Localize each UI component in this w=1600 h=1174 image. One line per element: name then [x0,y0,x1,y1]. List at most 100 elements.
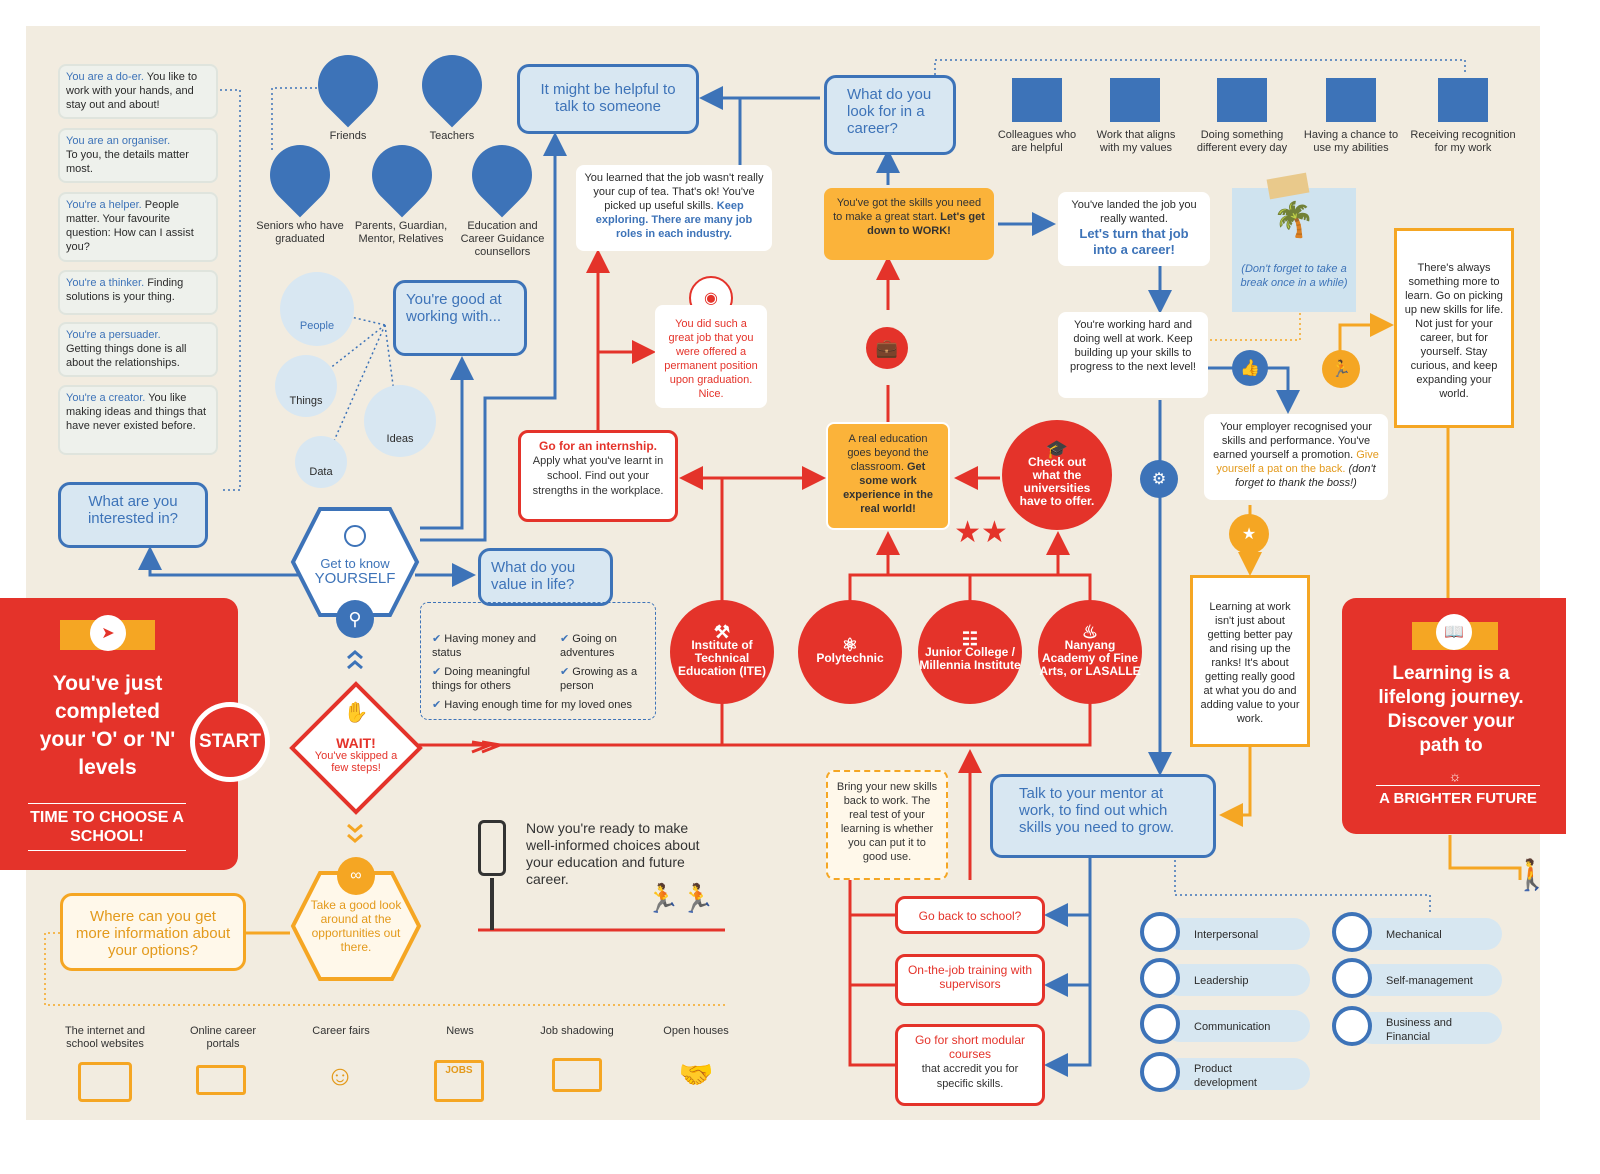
wait-text: You've skipped a few steps! [314,750,398,774]
school-junior-college[interactable]: ☷Junior College / Millennia Institute [918,600,1022,704]
type-helper: You're a helper. People matter. Your fav… [58,192,218,262]
skill-label: Leadership [1194,975,1249,987]
type-persuader: You're a persuader. Getting things done i… [58,322,218,377]
walker-icon: 🚶 [1513,859,1551,892]
good-at-bubble: You're good at working with... [393,280,527,356]
wait-title: WAIT! [336,735,376,751]
lightbulb-icon: Ideas [364,385,436,457]
option-on-job-training[interactable]: On-the-job training with supervisors [895,954,1045,1006]
bring-skills-box: Bring your new skills back to work. The … [826,770,948,880]
look-around-hexagon [290,871,422,981]
atom-icon: ⚛ [841,635,859,655]
source-label: Job shadowing [540,1025,614,1037]
career-item: Receiving recognition for my work [1410,129,1516,154]
real-education-bold: Get some work experience in the real wor… [843,461,933,515]
skills-ready-text: You've got the skills you need to make a… [833,197,982,223]
value-bubble: What do you value in life? [478,548,613,606]
finale-text: Learning is a lifelong journey. Discover… [1378,663,1524,756]
source-label: News [446,1025,474,1037]
type-text: Getting things done is all about the rel… [66,343,187,369]
photos-icon [1217,78,1267,122]
skill-label: Communication [1194,1021,1271,1033]
know-yourself-hexagon [290,507,420,617]
climber-icon: 🏃 [1322,350,1360,388]
value-list [420,602,656,720]
skill-pill: Leadership [1164,964,1310,996]
runners-icon: 🏃🏃 [645,883,715,914]
option-title: Go back to school? [918,909,1022,923]
landed-text: You've landed the job you really wanted. [1071,199,1197,225]
landed-blue: Let's turn that job into a career! [1079,226,1189,257]
source-label: The internet and school websites [64,1025,146,1050]
brain-head-icon: ⚙ [1140,460,1178,498]
skill-item: Data [309,466,333,478]
type-title: You're a helper. [66,199,142,211]
pencil-icon [1326,78,1376,122]
start-button[interactable]: START [190,702,270,782]
real-education-text: A real education goes beyond the classro… [847,433,929,473]
type-text: You like making ideas and things that ha… [66,392,207,432]
know-line2: YOURSELF [314,570,396,587]
universities-circle[interactable]: 🎓Check out what the universities have to… [1002,420,1112,530]
value-item: ✔ Going on adventures [560,633,617,659]
value-item: ✔ Growing as a person [560,666,638,692]
briefcase-icon: 💼 [866,327,908,369]
always-more-box: There's always something more to learn. … [1394,228,1514,428]
internship-title: Go for an internship. [538,439,657,453]
internship-box: Go for an internship.Apply what you've l… [518,430,678,522]
tie-icon [1140,958,1180,998]
type-text: You like to work with your hands, and st… [66,71,198,111]
wait-diamond [289,681,423,815]
source-label: Online career portals [189,1025,257,1050]
type-title: You're a persuader. [66,329,161,341]
type-creator: You're a creator. You like making ideas … [58,385,218,455]
values-badge-icon [1110,78,1160,122]
career-question: What do you look for in a career? [824,75,956,155]
skill-pill: Self-management [1356,964,1502,996]
option-back-to-school[interactable]: Go back to school? [895,896,1045,934]
colleagues-icon [1012,78,1062,122]
start-headline: You've just completed your 'O' or 'N' le… [39,672,176,779]
value-item: ✔ Having enough time for my loved ones [432,699,632,711]
ready-text: Now you're ready to make well-informed c… [526,820,700,887]
signpost-badge: ➤ [90,615,126,651]
person-label: Education and Career Guidance counsellor… [460,220,545,258]
school-ite[interactable]: ⚒Institute of Technical Education (ITE) [670,600,774,704]
not-tea-box: You learned that the job wasn't really y… [576,165,772,251]
school-label: Nanyang Academy of Fine Arts, or LASALLE [1039,638,1141,678]
skill-pill: Communication [1164,1010,1310,1042]
magnifier-icon: ⚲ [336,600,374,638]
career-item: Work that aligns with my values [1096,129,1176,154]
not-tea-text: You learned that the job wasn't really y… [584,172,764,212]
growth-chart-icon [1140,1052,1180,1092]
person-label: Friends [329,130,367,142]
landed-box: You've landed the job you really wanted.… [1058,192,1210,266]
tools-icon: Things [275,355,337,417]
type-organiser: You are an organiser.To you, the details… [58,128,218,183]
skill-pill: Product development [1164,1058,1310,1090]
skill-label: Business and Financial [1386,1017,1453,1043]
look-text: Take a good look around at the opportuni… [310,898,402,954]
laptop-icon [196,1065,246,1095]
school-label: Junior College / Millennia Institute [919,644,1021,672]
graduates-icon: ★★ [954,516,1008,549]
working-hard-box: You're working hard and doing well at wo… [1058,312,1208,398]
type-title: You are a do-er. [66,71,144,83]
skills-ready-bold: Let's get down to WORK! [867,211,985,237]
mentor-bubble: Talk to your mentor at work, to find out… [990,774,1216,858]
data-chart-icon: Data [295,436,347,488]
skill-pill: Mechanical [1356,918,1502,950]
finale-highlight: A BRIGHTER FUTURE [1376,785,1540,807]
school-polytechnic[interactable]: ⚛Polytechnic [798,600,902,704]
website-icon [78,1062,132,1102]
school-nafa-lasalle[interactable]: ♨Nanyang Academy of Fine Arts, or LASALL… [1038,600,1142,704]
traffic-light-icon [478,820,506,876]
skill-label: Product development [1194,1063,1257,1089]
skill-pill: Interpersonal [1164,918,1310,950]
break-note [1232,188,1356,312]
skill-pill: Business and Financial [1356,1012,1502,1044]
newspaper-icon: JOBS [434,1060,484,1102]
school-label: Institute of Technical Education (ITE) [678,638,766,678]
